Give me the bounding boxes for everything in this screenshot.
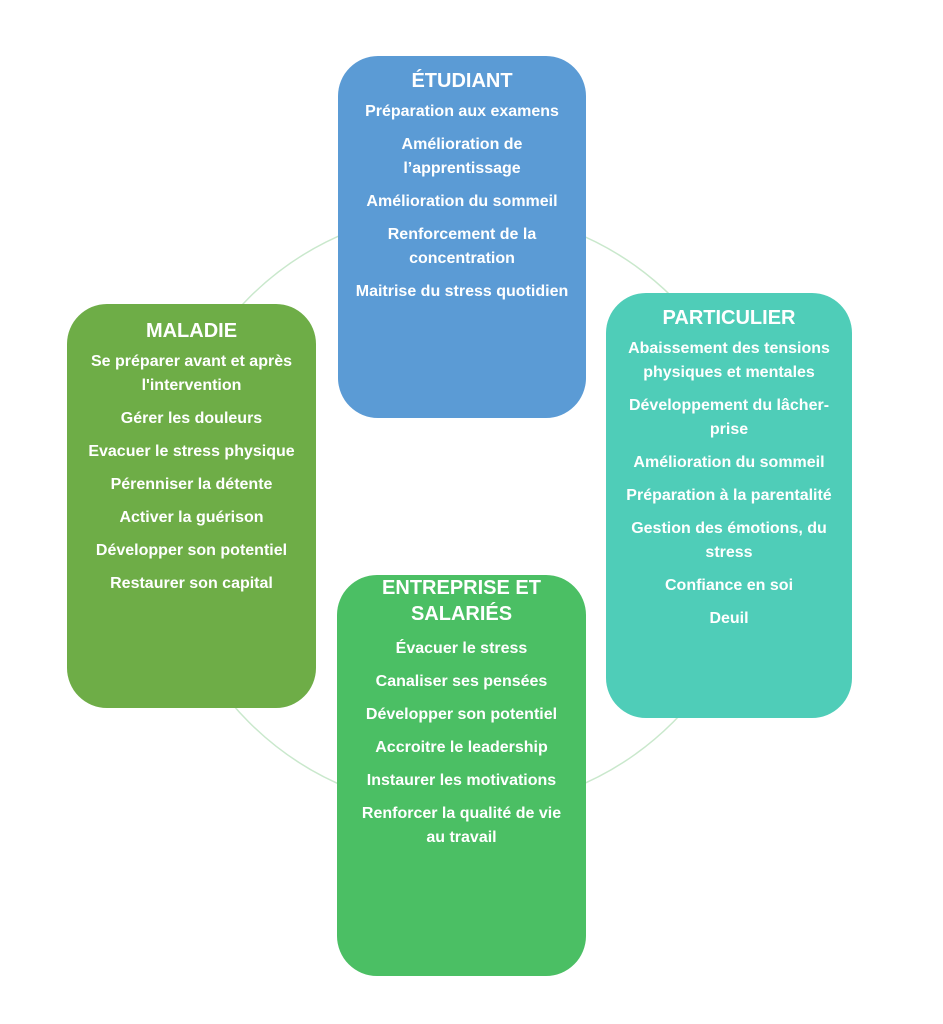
card-entreprise-title: ENTREPRISE ET SALARIÉS	[382, 577, 541, 625]
card-entreprise-item: Évacuer le stress	[395, 640, 528, 657]
card-etudiant-item: Amélioration du sommeil	[366, 193, 558, 210]
card-maladie-item: Activer la guérison	[119, 509, 264, 526]
card-etudiant-item: Renforcement de la concentration	[387, 226, 537, 267]
card-particulier-title: PARTICULIER	[662, 307, 796, 329]
card-maladie-title: MALADIE	[145, 320, 238, 342]
card-particulier-item: Amélioration du sommeil	[633, 454, 825, 471]
card-entreprise-item: Développer son potentiel	[365, 706, 558, 723]
card-particulier-items: Abaissement des tensions physiques et me…	[622, 337, 836, 631]
card-etudiant-item: Maitrise du stress quotidien	[355, 283, 569, 300]
card-particulier-item: Préparation à la parentalité	[626, 487, 832, 504]
card-etudiant-title: ÉTUDIANT	[411, 70, 513, 92]
card-maladie-item: Développer son potentiel	[95, 542, 288, 559]
card-etudiant-items: Préparation aux examens Amélioration de …	[354, 100, 570, 304]
card-maladie-item: Pérenniser la détente	[110, 476, 273, 493]
card-particulier: PARTICULIER Abaissement des tensions phy…	[606, 293, 852, 718]
card-maladie-item: Evacuer le stress physique	[88, 443, 295, 460]
card-etudiant-item: Amélioration de l’apprentissage	[401, 136, 523, 177]
card-entreprise-item: Instaurer les motivations	[366, 772, 557, 789]
card-particulier-item: Abaissement des tensions physiques et me…	[628, 340, 830, 381]
card-maladie-items: Se préparer avant et après l'interventio…	[83, 350, 300, 596]
card-entreprise-item: Renforcer la qualité de vie au travail	[361, 805, 562, 846]
card-maladie-item: Restaurer son capital	[110, 575, 273, 592]
card-etudiant-item: Préparation aux examens	[365, 103, 559, 120]
card-particulier-item: Gestion des émotions, du stress	[631, 520, 827, 561]
card-maladie-item: Gérer les douleurs	[120, 410, 263, 427]
card-entreprise-items: Évacuer le stress Canaliser ses pensées …	[353, 637, 570, 850]
card-entreprise-item: Canaliser ses pensées	[375, 673, 548, 690]
card-maladie-item: Se préparer avant et après l'interventio…	[91, 353, 292, 394]
card-particulier-item: Développement du lâcher-prise	[628, 397, 830, 438]
card-entreprise-item: Accroitre le leadership	[375, 739, 548, 756]
card-entreprise: ENTREPRISE ET SALARIÉS Évacuer le stress…	[337, 575, 586, 976]
card-particulier-item: Confiance en soi	[664, 577, 794, 594]
card-particulier-item: Deuil	[709, 610, 749, 627]
card-maladie: MALADIE Se préparer avant et après l'int…	[67, 304, 316, 708]
card-etudiant: ÉTUDIANT Préparation aux examens Amélior…	[338, 56, 586, 418]
